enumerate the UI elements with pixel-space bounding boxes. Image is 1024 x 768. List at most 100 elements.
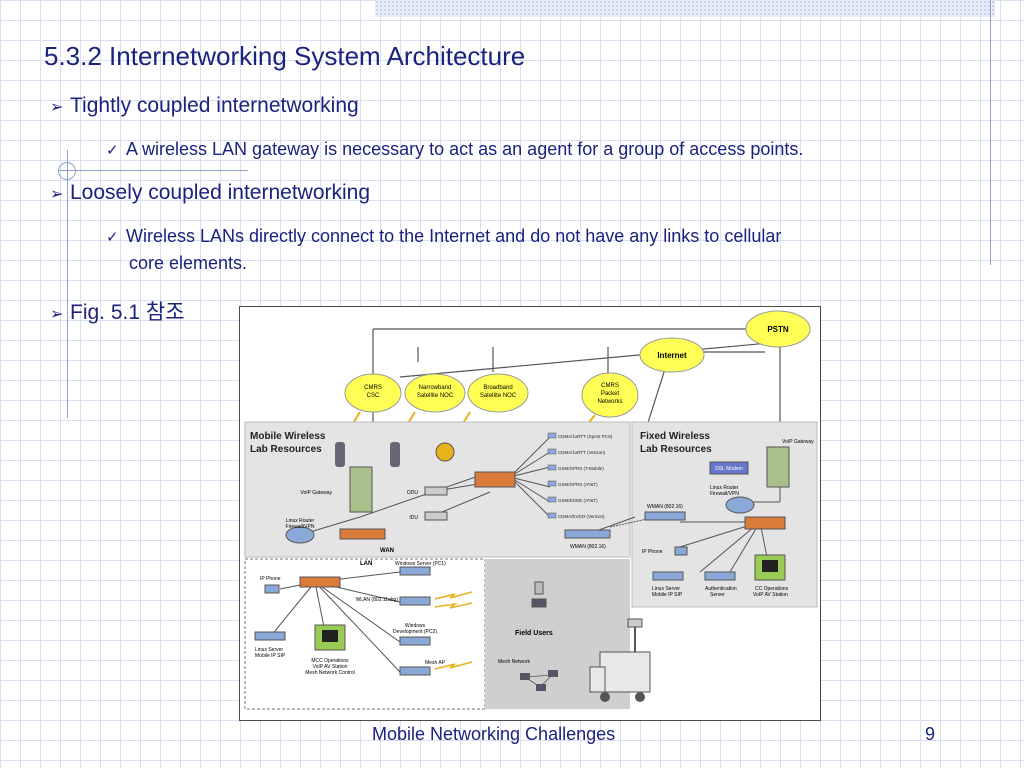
decor-horizontal-line xyxy=(58,170,248,171)
linux-server-icon xyxy=(254,631,286,641)
voip-gateway-fixed-device xyxy=(766,446,790,488)
field-wireless-links xyxy=(434,591,473,670)
arrow-bullet-icon: ➢ xyxy=(50,306,64,323)
bullet-text: Tightly coupled internetworking xyxy=(70,94,359,117)
ip-phone-icon xyxy=(264,584,280,594)
mobile-command-truck-icon xyxy=(589,618,651,702)
windows-server-icon xyxy=(399,566,431,576)
subbullet-text: Wireless LANs directly connect to the In… xyxy=(126,226,782,246)
svg-text:VoIP AV Station: VoIP AV Station xyxy=(753,592,788,598)
cloud-narrowband-noc: Narrowband Satellite NOC xyxy=(404,373,466,413)
svg-text:Mobile IP SIP: Mobile IP SIP xyxy=(255,653,286,659)
cell-phone-icon xyxy=(335,442,345,467)
svg-text:Linux Server: Linux Server xyxy=(255,647,283,653)
cloud-internet: Internet xyxy=(639,337,705,373)
header-decoration-band xyxy=(375,0,995,17)
svg-text:MCC Operations: MCC Operations xyxy=(311,658,349,664)
slide-title: 5.3.2 Internetworking System Architectur… xyxy=(44,41,526,71)
svg-text:PSTN: PSTN xyxy=(767,325,789,334)
svg-text:LAN: LAN xyxy=(360,561,372,567)
svg-text:Mesh Network Control: Mesh Network Control xyxy=(305,670,354,676)
svg-text:Mesh AP: Mesh AP xyxy=(425,660,446,666)
svg-text:CC Operations: CC Operations xyxy=(755,586,789,592)
odu-device xyxy=(424,486,448,496)
svg-text:VoIP AV Station: VoIP AV Station xyxy=(313,664,348,670)
linux-server-icon xyxy=(652,571,684,581)
svg-text:Authentication: Authentication xyxy=(705,586,737,592)
svg-text:CMRS: CMRS xyxy=(601,383,619,389)
svg-text:VoIP Gateway: VoIP Gateway xyxy=(782,439,814,445)
carrier-list: CDMA/1xRTT (Sprint PCS) CDMA/1xRTT (Veri… xyxy=(558,434,613,519)
svg-text:IP Phone: IP Phone xyxy=(260,576,281,582)
arrow-bullet-icon: ➢ xyxy=(50,186,64,203)
bullet-text: Loosely coupled internetworking xyxy=(70,181,371,204)
laptop-icon xyxy=(548,670,558,677)
svg-text:Lab Resources: Lab Resources xyxy=(250,444,322,455)
svg-text:Lab Resources: Lab Resources xyxy=(640,444,712,455)
svg-text:Mobile IP SIP: Mobile IP SIP xyxy=(652,592,683,598)
cloud-pstn: PSTN xyxy=(745,310,811,348)
network-architecture-figure: PSTN Internet CMRS CSC Narrowband Satell… xyxy=(239,306,821,721)
svg-text:Server: Server xyxy=(710,592,725,598)
svg-text:CMRS: CMRS xyxy=(364,385,382,391)
router-switch-icon xyxy=(474,471,516,488)
arrow-bullet-icon: ➢ xyxy=(50,99,64,116)
svg-text:GSM/EDGE (AT&T): GSM/EDGE (AT&T) xyxy=(558,498,598,503)
svg-text:CDMA/EVDO (Verizon): CDMA/EVDO (Verizon) xyxy=(558,514,605,519)
bullet-figure-ref: ➢ Fig. 5.1 참조 xyxy=(50,296,185,326)
svg-text:WMAN (802.16): WMAN (802.16) xyxy=(570,544,606,550)
satellite-dish-icon xyxy=(435,442,455,462)
svg-text:WMAN (802.16): WMAN (802.16) xyxy=(647,504,683,510)
svg-text:Satellite NOC: Satellite NOC xyxy=(480,393,517,399)
laptop-icon xyxy=(520,673,530,680)
laptop-icon xyxy=(536,684,546,691)
svg-text:Windows Server (PC1): Windows Server (PC1) xyxy=(395,561,446,567)
svg-text:CDMA/1xRTT (Sprint PCS): CDMA/1xRTT (Sprint PCS) xyxy=(558,434,613,439)
svg-text:Firewall/VPN: Firewall/VPN xyxy=(286,524,315,530)
svg-text:Broadband: Broadband xyxy=(483,385,512,391)
cloud-cmrs-csc: CMRS CSC xyxy=(344,373,402,413)
svg-text:DSL Modem: DSL Modem xyxy=(715,466,743,472)
windows-dev-icon xyxy=(399,636,431,646)
field-users-label: Field Users xyxy=(515,630,553,637)
svg-text:Windows: Windows xyxy=(405,623,426,629)
ip-phone-icon xyxy=(674,546,688,556)
svg-text:IP Phone: IP Phone xyxy=(642,549,663,555)
wman-device xyxy=(564,529,611,539)
svg-text:Linux Server: Linux Server xyxy=(652,586,680,592)
switch-icon xyxy=(744,516,786,530)
check-bullet-icon: ✓ xyxy=(106,229,119,246)
idu-device xyxy=(424,511,448,521)
svg-text:WAN: WAN xyxy=(380,548,394,554)
check-bullet-icon: ✓ xyxy=(106,142,119,159)
svg-text:WLAN (802.11abg): WLAN (802.11abg) xyxy=(356,597,399,603)
fixed-panel-title: Fixed Wireless xyxy=(640,431,710,442)
subbullet-direct-connect: ✓ Wireless LANs directly connect to the I… xyxy=(106,226,781,247)
svg-text:Development (PC2): Development (PC2) xyxy=(393,629,437,635)
mesh-ap-icon xyxy=(399,666,431,676)
svg-text:GSM/GPRS (AT&T): GSM/GPRS (AT&T) xyxy=(558,482,598,487)
cloud-cmrs-packet: CMRS Packet Networks xyxy=(581,372,639,418)
svg-text:Internet: Internet xyxy=(657,351,687,360)
svg-text:CSC: CSC xyxy=(367,393,380,399)
svg-text:VoIP Gateway: VoIP Gateway xyxy=(300,490,332,496)
svg-text:IDU: IDU xyxy=(409,515,418,521)
bullet-loosely-coupled: ➢ Loosely coupled internetworking xyxy=(50,181,370,205)
svg-text:Packet: Packet xyxy=(601,391,620,397)
svg-text:Linux Router: Linux Router xyxy=(286,518,315,524)
voip-gateway-device xyxy=(349,466,373,513)
bullet-text: Fig. 5.1 참조 xyxy=(70,301,185,324)
page-number: 9 xyxy=(925,724,936,744)
subbullet-text: A wireless LAN gateway is necessary to a… xyxy=(126,139,804,159)
laptop-icon xyxy=(531,598,547,608)
svg-text:Satellite NOC: Satellite NOC xyxy=(417,393,454,399)
router-icon xyxy=(285,526,315,544)
bullet-tightly-coupled: ➢ Tightly coupled internetworking xyxy=(50,94,359,118)
svg-text:Linux Router: Linux Router xyxy=(710,485,739,491)
cloud-broadband-noc: Broadband Satellite NOC xyxy=(467,373,529,413)
decor-vertical-line-right xyxy=(990,0,991,265)
field-device-icon xyxy=(534,581,544,595)
mobile-panel-title: Mobile Wireless xyxy=(250,431,326,442)
svg-text:Networks: Networks xyxy=(597,399,622,405)
mesh-network-label: Mesh Network xyxy=(498,659,530,665)
